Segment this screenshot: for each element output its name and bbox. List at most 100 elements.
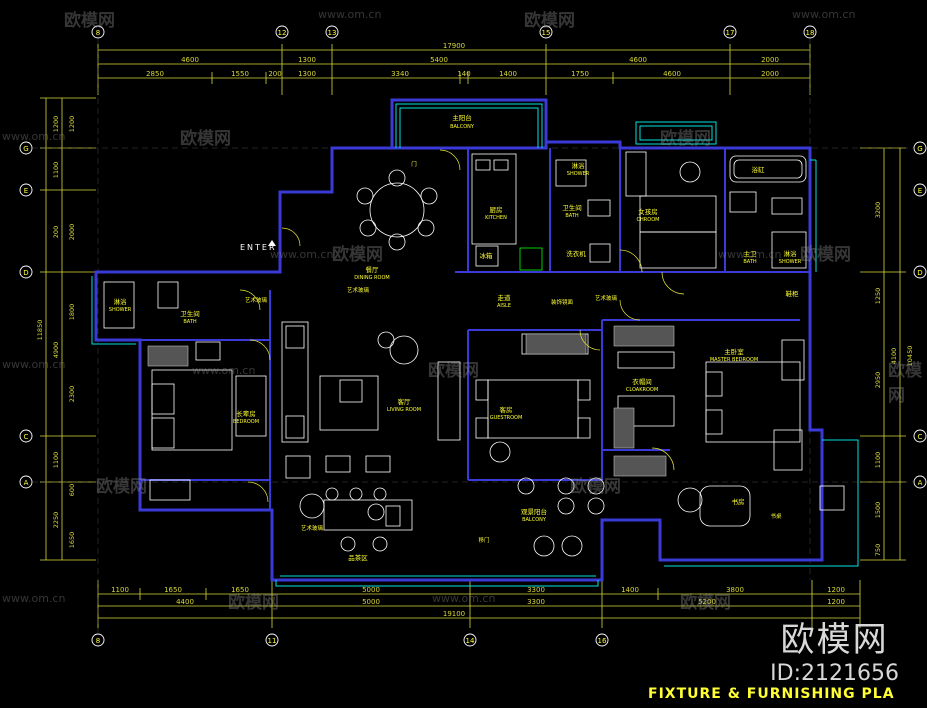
dim: 4600	[629, 56, 647, 64]
right-dimension-text: 3200 1250 4100 2950 1100 1500 750 10450	[874, 202, 914, 556]
brand-id: ID:2121656	[770, 661, 899, 686]
wardrobes	[147, 325, 675, 477]
dim: 2000	[761, 56, 779, 64]
dim: 600	[68, 484, 76, 496]
room-labels: 主阳台 BALCONY 厨房 KITCHEN 餐厅 DINING ROOM 淋浴…	[109, 113, 802, 562]
brand-stamp: 欧模网 ID:2121656	[770, 612, 899, 686]
left-dimension-text: 1200 1200 1100 200 2000 1800 4900 2300 1…	[36, 116, 76, 549]
dim: 1100	[874, 452, 882, 469]
dim: 3300	[527, 586, 545, 594]
dim: 1100	[111, 586, 129, 594]
label-washer: 洗衣机	[566, 249, 586, 258]
dim: 2950	[874, 372, 882, 389]
axis-label: C	[918, 433, 923, 441]
label-desk: 书桌	[770, 512, 782, 520]
dim: 1650	[164, 586, 182, 594]
dim: 1750	[571, 70, 589, 78]
label-art-glass: 艺术玻璃	[347, 286, 370, 294]
room-aisle: 走道	[498, 293, 512, 302]
room-shower-left: 淋浴	[114, 297, 128, 306]
room-child: 女孩房	[638, 207, 658, 216]
dim: 1200	[68, 116, 76, 133]
room-guest: 客房	[500, 405, 513, 414]
exterior-walls	[94, 98, 824, 582]
room-balcony1-en: BALCONY	[450, 124, 475, 130]
interior-walls	[140, 148, 810, 510]
room-child-en: CHROOM	[637, 217, 660, 223]
axis-label: D	[917, 269, 922, 277]
dim: 1250	[874, 288, 882, 305]
room-bedroom-left-en: BEDROOM	[233, 419, 259, 425]
room-dining-en: DINING ROOM	[354, 275, 389, 281]
room-cloak-en: CLOAKROOM	[626, 387, 658, 393]
room-shower-right: 淋浴	[784, 249, 798, 258]
dim: 2250	[52, 512, 60, 529]
label-sliding-door: 移门	[478, 536, 489, 544]
dim: 1200	[52, 116, 60, 133]
dim: 4600	[181, 56, 199, 64]
axis-label: 8	[96, 637, 100, 645]
axis-label: 8	[96, 29, 100, 37]
dim: 3800	[726, 586, 744, 594]
axis-label: E	[918, 187, 922, 195]
dim: 4600	[663, 70, 681, 78]
label-fridge: 冰箱	[480, 251, 494, 260]
dim: 1300	[298, 70, 316, 78]
dim: 1650	[68, 532, 76, 549]
dim: 1400	[499, 70, 517, 78]
dim: 3340	[391, 70, 409, 78]
axis-label: 11	[268, 637, 277, 645]
bottom-dimension-text: 1100 1650 1650 5000 3300 1400 3800 1200 …	[111, 586, 845, 618]
axis-label: D	[23, 269, 28, 277]
label-deco-mirror: 装饰镜面	[551, 298, 574, 306]
top-total: 17900	[443, 42, 465, 50]
enter-label: ENTER	[240, 243, 277, 252]
dim: 11850	[36, 320, 44, 341]
dim: 10450	[906, 346, 914, 367]
room-kitchen: 厨房	[490, 205, 503, 214]
dim: 140	[457, 70, 470, 78]
room-balcony2: 观景阳台	[521, 507, 547, 516]
axis-label: 14	[466, 637, 475, 645]
dim: 200	[268, 70, 281, 78]
brand-name: 欧模网	[780, 620, 889, 660]
dim: 2000	[761, 70, 779, 78]
axis-label: A	[918, 479, 923, 487]
dim: 5000	[362, 586, 380, 594]
room-shower-top: 淋浴	[572, 161, 586, 170]
dim: 3300	[527, 598, 545, 606]
room-bedroom-left: 长辈房	[236, 409, 256, 418]
room-study: 书房	[732, 497, 745, 506]
room-dining: 餐厅	[366, 265, 380, 274]
dim: 200	[52, 226, 60, 238]
door-swings	[239, 149, 685, 503]
dim: 4400	[176, 598, 194, 606]
axis-label: C	[24, 433, 29, 441]
dim: 5000	[362, 598, 380, 606]
label-door: 门	[411, 160, 417, 168]
room-kitchen-en: KITCHEN	[485, 215, 507, 221]
bottom-total: 19100	[443, 610, 465, 618]
label-shoe-cab: 鞋柜	[786, 289, 800, 298]
dining-table	[356, 169, 438, 251]
sheet-title: FIXTURE & FURNISHING PLA	[648, 686, 895, 702]
bottom-dimensions	[97, 580, 861, 628]
dim: 1400	[621, 586, 639, 594]
dim: 4100	[890, 348, 898, 365]
room-guest-en: GUESTROOM	[490, 415, 523, 421]
room-master-bed-en: MASTER BEDROOM	[710, 357, 758, 363]
dim: 4900	[52, 342, 60, 359]
room-master-bed: 主卧室	[724, 347, 744, 356]
dim: 1100	[52, 452, 60, 469]
dim: 1500	[874, 502, 882, 519]
axis-label: 15	[542, 29, 551, 37]
axis-label: 18	[806, 29, 815, 37]
room-shower-right-en: SHOWER	[779, 259, 802, 265]
dim: 5200	[698, 598, 716, 606]
room-tea: 品茶区	[348, 553, 368, 562]
dim: 1550	[231, 70, 249, 78]
dim: 2300	[68, 386, 76, 403]
axis-label: A	[24, 479, 29, 487]
dim: 1200	[827, 598, 845, 606]
